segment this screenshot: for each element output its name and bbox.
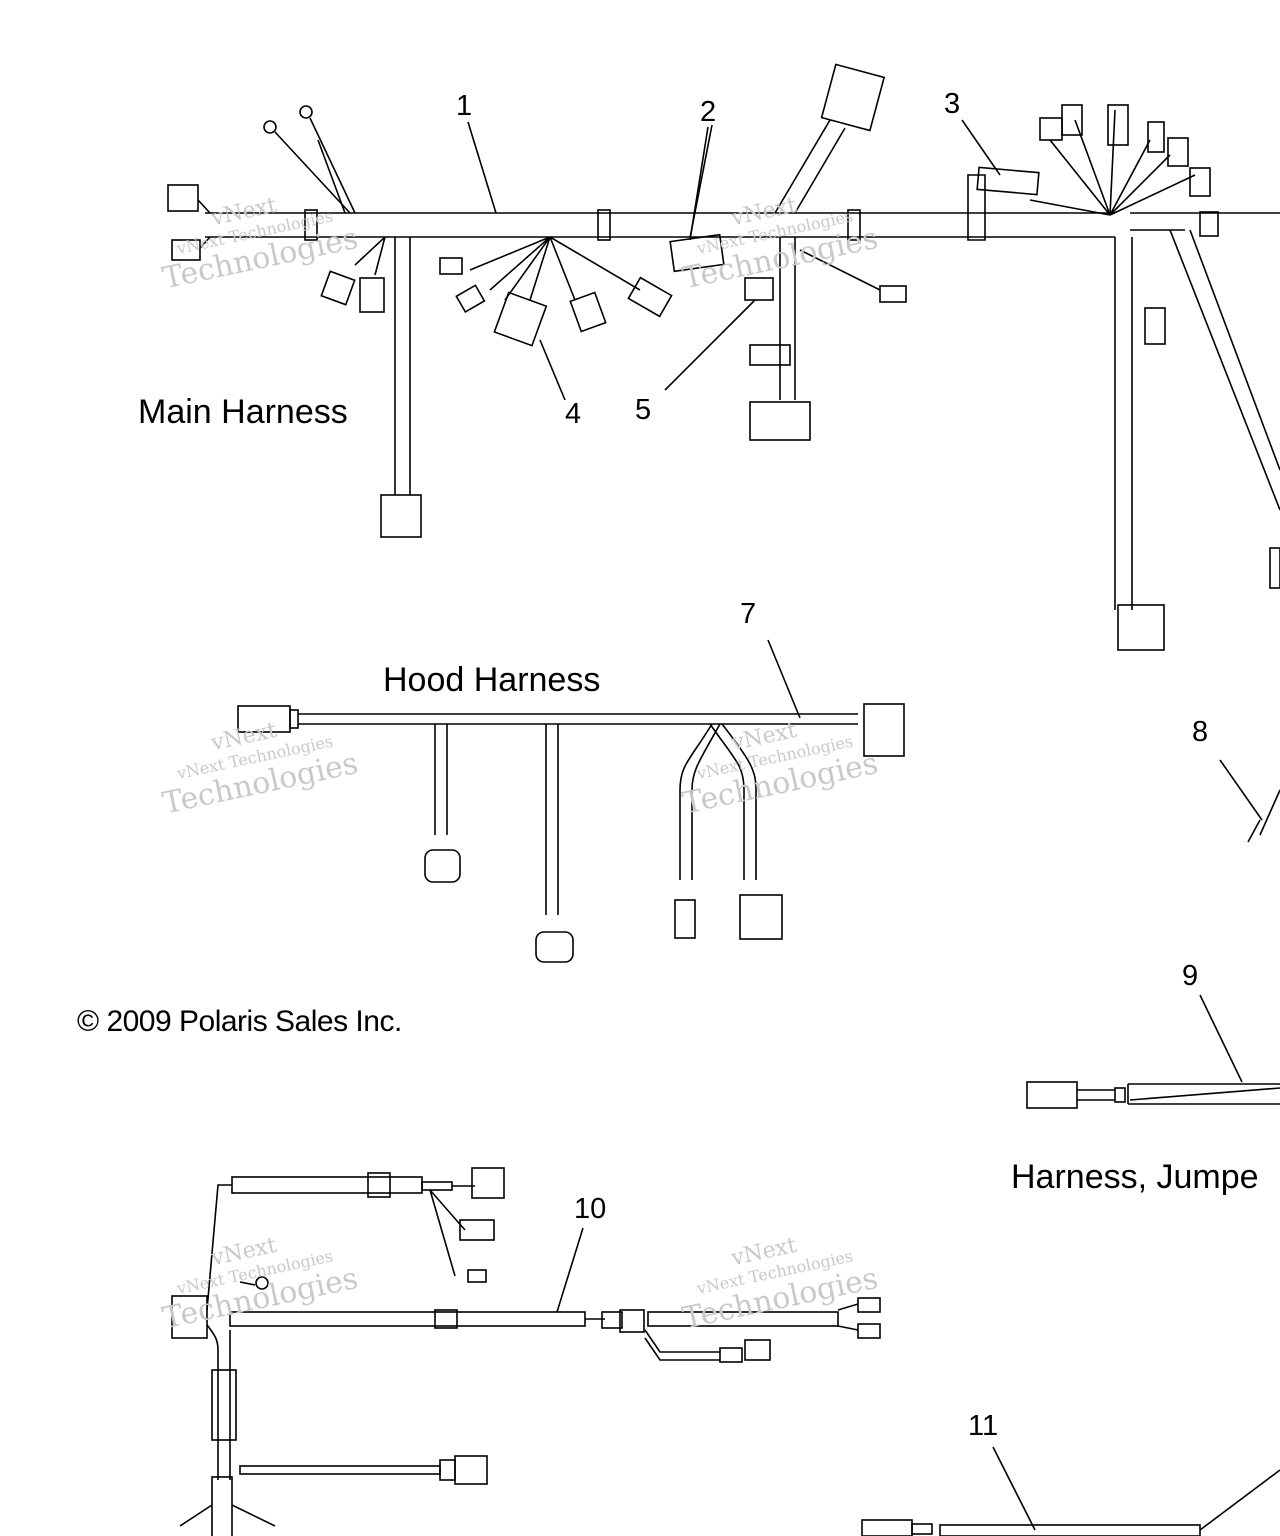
callout-8: 8 xyxy=(1192,716,1209,748)
callout-1: 1 xyxy=(456,90,473,122)
callout-9: 9 xyxy=(1182,960,1199,992)
callout-leaders xyxy=(467,121,709,241)
callout-3: 3 xyxy=(944,88,961,120)
jumper-harness-drawing xyxy=(1026,759,1280,1109)
callout-7: 7 xyxy=(740,598,757,630)
callout-5: 5 xyxy=(635,394,652,426)
copyright-notice: © 2009 Polaris Sales Inc. xyxy=(77,1005,402,1038)
callout-11: 11 xyxy=(968,1410,999,1442)
main-harness-title: Main Harness xyxy=(138,393,348,431)
jumper-harness-title: Harness, Jumpe xyxy=(1011,1158,1259,1196)
hood-harness-title: Hood Harness xyxy=(383,661,601,699)
callout-2: 2 xyxy=(700,96,717,128)
callout-10: 10 xyxy=(574,1193,607,1225)
item-10-harness-drawing xyxy=(171,1167,881,1536)
main-harness-drawing xyxy=(167,63,1280,651)
item-11-harness-drawing xyxy=(861,1446,1280,1536)
callout-4: 4 xyxy=(565,398,582,430)
hood-harness-drawing xyxy=(237,639,905,963)
